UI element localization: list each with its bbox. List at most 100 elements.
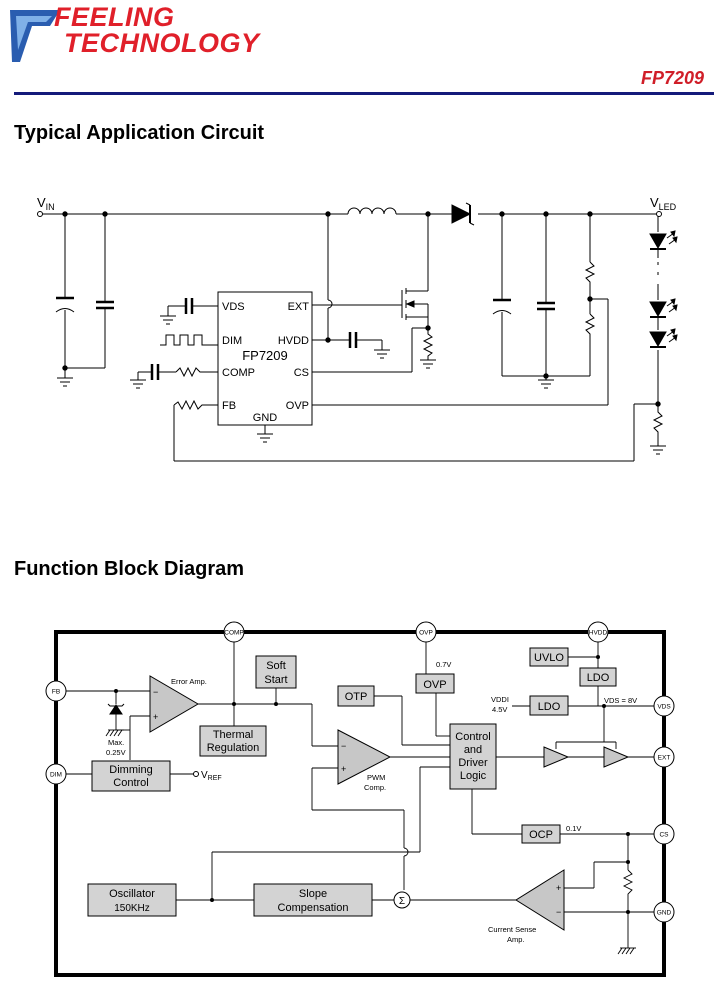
- slope-label-1: Slope: [299, 888, 327, 900]
- pwm-label-2: Comp.: [364, 783, 386, 792]
- slope-label-2: Compensation: [278, 902, 349, 914]
- pwm-minus: −: [341, 741, 346, 751]
- max-label-2: 0.25V: [106, 748, 126, 757]
- header-divider: [14, 92, 714, 95]
- section-title-function-block: Function Block Diagram: [14, 558, 245, 580]
- bd-pin-cs: [653, 823, 675, 845]
- bd-pin-ext-label: EXT: [658, 755, 671, 762]
- current-sense-label-2: Amp.: [507, 935, 525, 944]
- pin-gnd-label: GND: [253, 412, 278, 424]
- bd-pin-ovp-label: OVP: [419, 630, 433, 637]
- ocp-block: [521, 824, 561, 844]
- slope-compensation-block: [253, 883, 373, 917]
- control-label-4: Logic: [460, 770, 487, 782]
- summing-node-label: Σ: [399, 896, 405, 907]
- control-label-3: Driver: [458, 757, 488, 769]
- vled-label: VLED: [650, 195, 677, 212]
- otp-block: [337, 685, 375, 707]
- bd-pin-dim-label: DIM: [50, 772, 62, 779]
- cs-amp-minus: −: [556, 907, 561, 917]
- uvlo-block: [529, 647, 569, 667]
- soft-start-label-1: Soft: [266, 660, 286, 672]
- ldo-mid-block: [529, 695, 569, 716]
- max-label-1: Max.: [108, 738, 124, 747]
- oscillator-block: [87, 883, 177, 917]
- pin-vds-label: VDS: [222, 301, 245, 313]
- control-driver-logic-block: [449, 723, 497, 790]
- ovp-ref-label: 0.7V: [436, 660, 451, 669]
- control-label-1: Control: [455, 731, 490, 743]
- bd-pin-comp-label: COMP: [224, 630, 244, 637]
- pwm-label-1: PWM: [367, 773, 385, 782]
- pin-cs-label: CS: [294, 367, 309, 379]
- logo-text-technology: TECHNOLOGY: [64, 28, 260, 58]
- part-number: FP7209: [640, 68, 704, 88]
- bd-pin-ext: [653, 746, 675, 768]
- ic-fp7209: [217, 291, 313, 426]
- logo-text-feeling: FEELING: [54, 2, 175, 32]
- vds-8v-label: VDS = 8V: [604, 696, 637, 705]
- driver-buffer-2: [603, 746, 630, 768]
- bd-pin-vds-label: VDS: [657, 704, 671, 711]
- ovp-block: [415, 673, 455, 694]
- ocp-ref-label: 0.1V: [566, 824, 581, 833]
- soft-start-label-2: Start: [264, 674, 287, 686]
- pin-comp-label: COMP: [222, 367, 255, 379]
- bd-pin-gnd: [653, 901, 675, 923]
- ocp-label: OCP: [529, 829, 553, 841]
- pin-ovp-label: OVP: [286, 400, 309, 412]
- summing-node: [393, 891, 411, 909]
- error-amp-plus: +: [153, 712, 158, 722]
- error-amp-label: Error Amp.: [171, 677, 207, 686]
- page-header: FEELING TECHNOLOGY FP7209: [0, 0, 718, 100]
- ldo-top-block: [579, 667, 617, 687]
- bd-pin-fb: [45, 680, 67, 702]
- vddi-label-2: 4.5V: [492, 705, 507, 714]
- bd-pin-cs-label: CS: [659, 832, 669, 839]
- dimming-label-2: Control: [113, 777, 148, 789]
- bd-pin-fb-label: FB: [52, 689, 60, 696]
- cs-amp-plus: +: [556, 883, 561, 893]
- ic-name-label: FP7209: [242, 348, 288, 363]
- pwm-plus: +: [341, 764, 346, 774]
- oscillator-label-2: 150KHz: [114, 903, 150, 914]
- bd-pin-hvdd-label: HVDD: [589, 630, 608, 637]
- vref-label: VREF: [201, 770, 222, 782]
- dimming-label-1: Dimming: [109, 764, 152, 776]
- error-amplifier: [149, 675, 199, 733]
- bd-pin-ovp: [415, 621, 437, 643]
- pin-ext-label: EXT: [288, 301, 310, 313]
- ldo-mid-label: LDO: [538, 701, 561, 713]
- thermal-label-1: Thermal: [213, 729, 253, 741]
- otp-label: OTP: [345, 691, 368, 703]
- thermal-regulation-block: [199, 725, 267, 757]
- pin-hvdd-label: HVDD: [278, 335, 309, 347]
- pwm-comparator: [337, 729, 392, 785]
- company-logo-mark: [10, 10, 60, 62]
- ldo-top-label: LDO: [587, 672, 610, 684]
- bd-pin-comp: [223, 621, 245, 643]
- bd-pin-hvdd: [587, 621, 609, 643]
- dimming-control-block: [91, 760, 171, 792]
- pin-fb-label: FB: [222, 400, 236, 412]
- typical-application-circuit: VIN VLED FP7209 VDS DIM COMP FB EXT HVDD…: [37, 195, 678, 462]
- section-title-typical-application: Typical Application Circuit: [14, 122, 265, 144]
- ovp-block-label: OVP: [423, 679, 446, 691]
- error-amp-minus: −: [153, 687, 158, 697]
- vin-label: VIN: [37, 195, 55, 212]
- chip-outline: [54, 630, 666, 977]
- driver-buffer-1: [543, 746, 570, 768]
- pin-dim-label: DIM: [222, 335, 242, 347]
- oscillator-label-1: Oscillator: [109, 888, 155, 900]
- uvlo-label: UVLO: [534, 652, 564, 664]
- current-sense-amplifier: [515, 869, 565, 931]
- soft-start-block: [255, 655, 297, 689]
- current-sense-label-1: Current Sense: [488, 925, 536, 934]
- control-label-2: and: [464, 744, 482, 756]
- bd-pin-gnd-label: GND: [657, 910, 672, 917]
- vddi-label-1: VDDI: [491, 695, 509, 704]
- bd-pin-vds: [653, 695, 675, 717]
- thermal-label-2: Regulation: [207, 742, 260, 754]
- bd-pin-dim: [45, 763, 67, 785]
